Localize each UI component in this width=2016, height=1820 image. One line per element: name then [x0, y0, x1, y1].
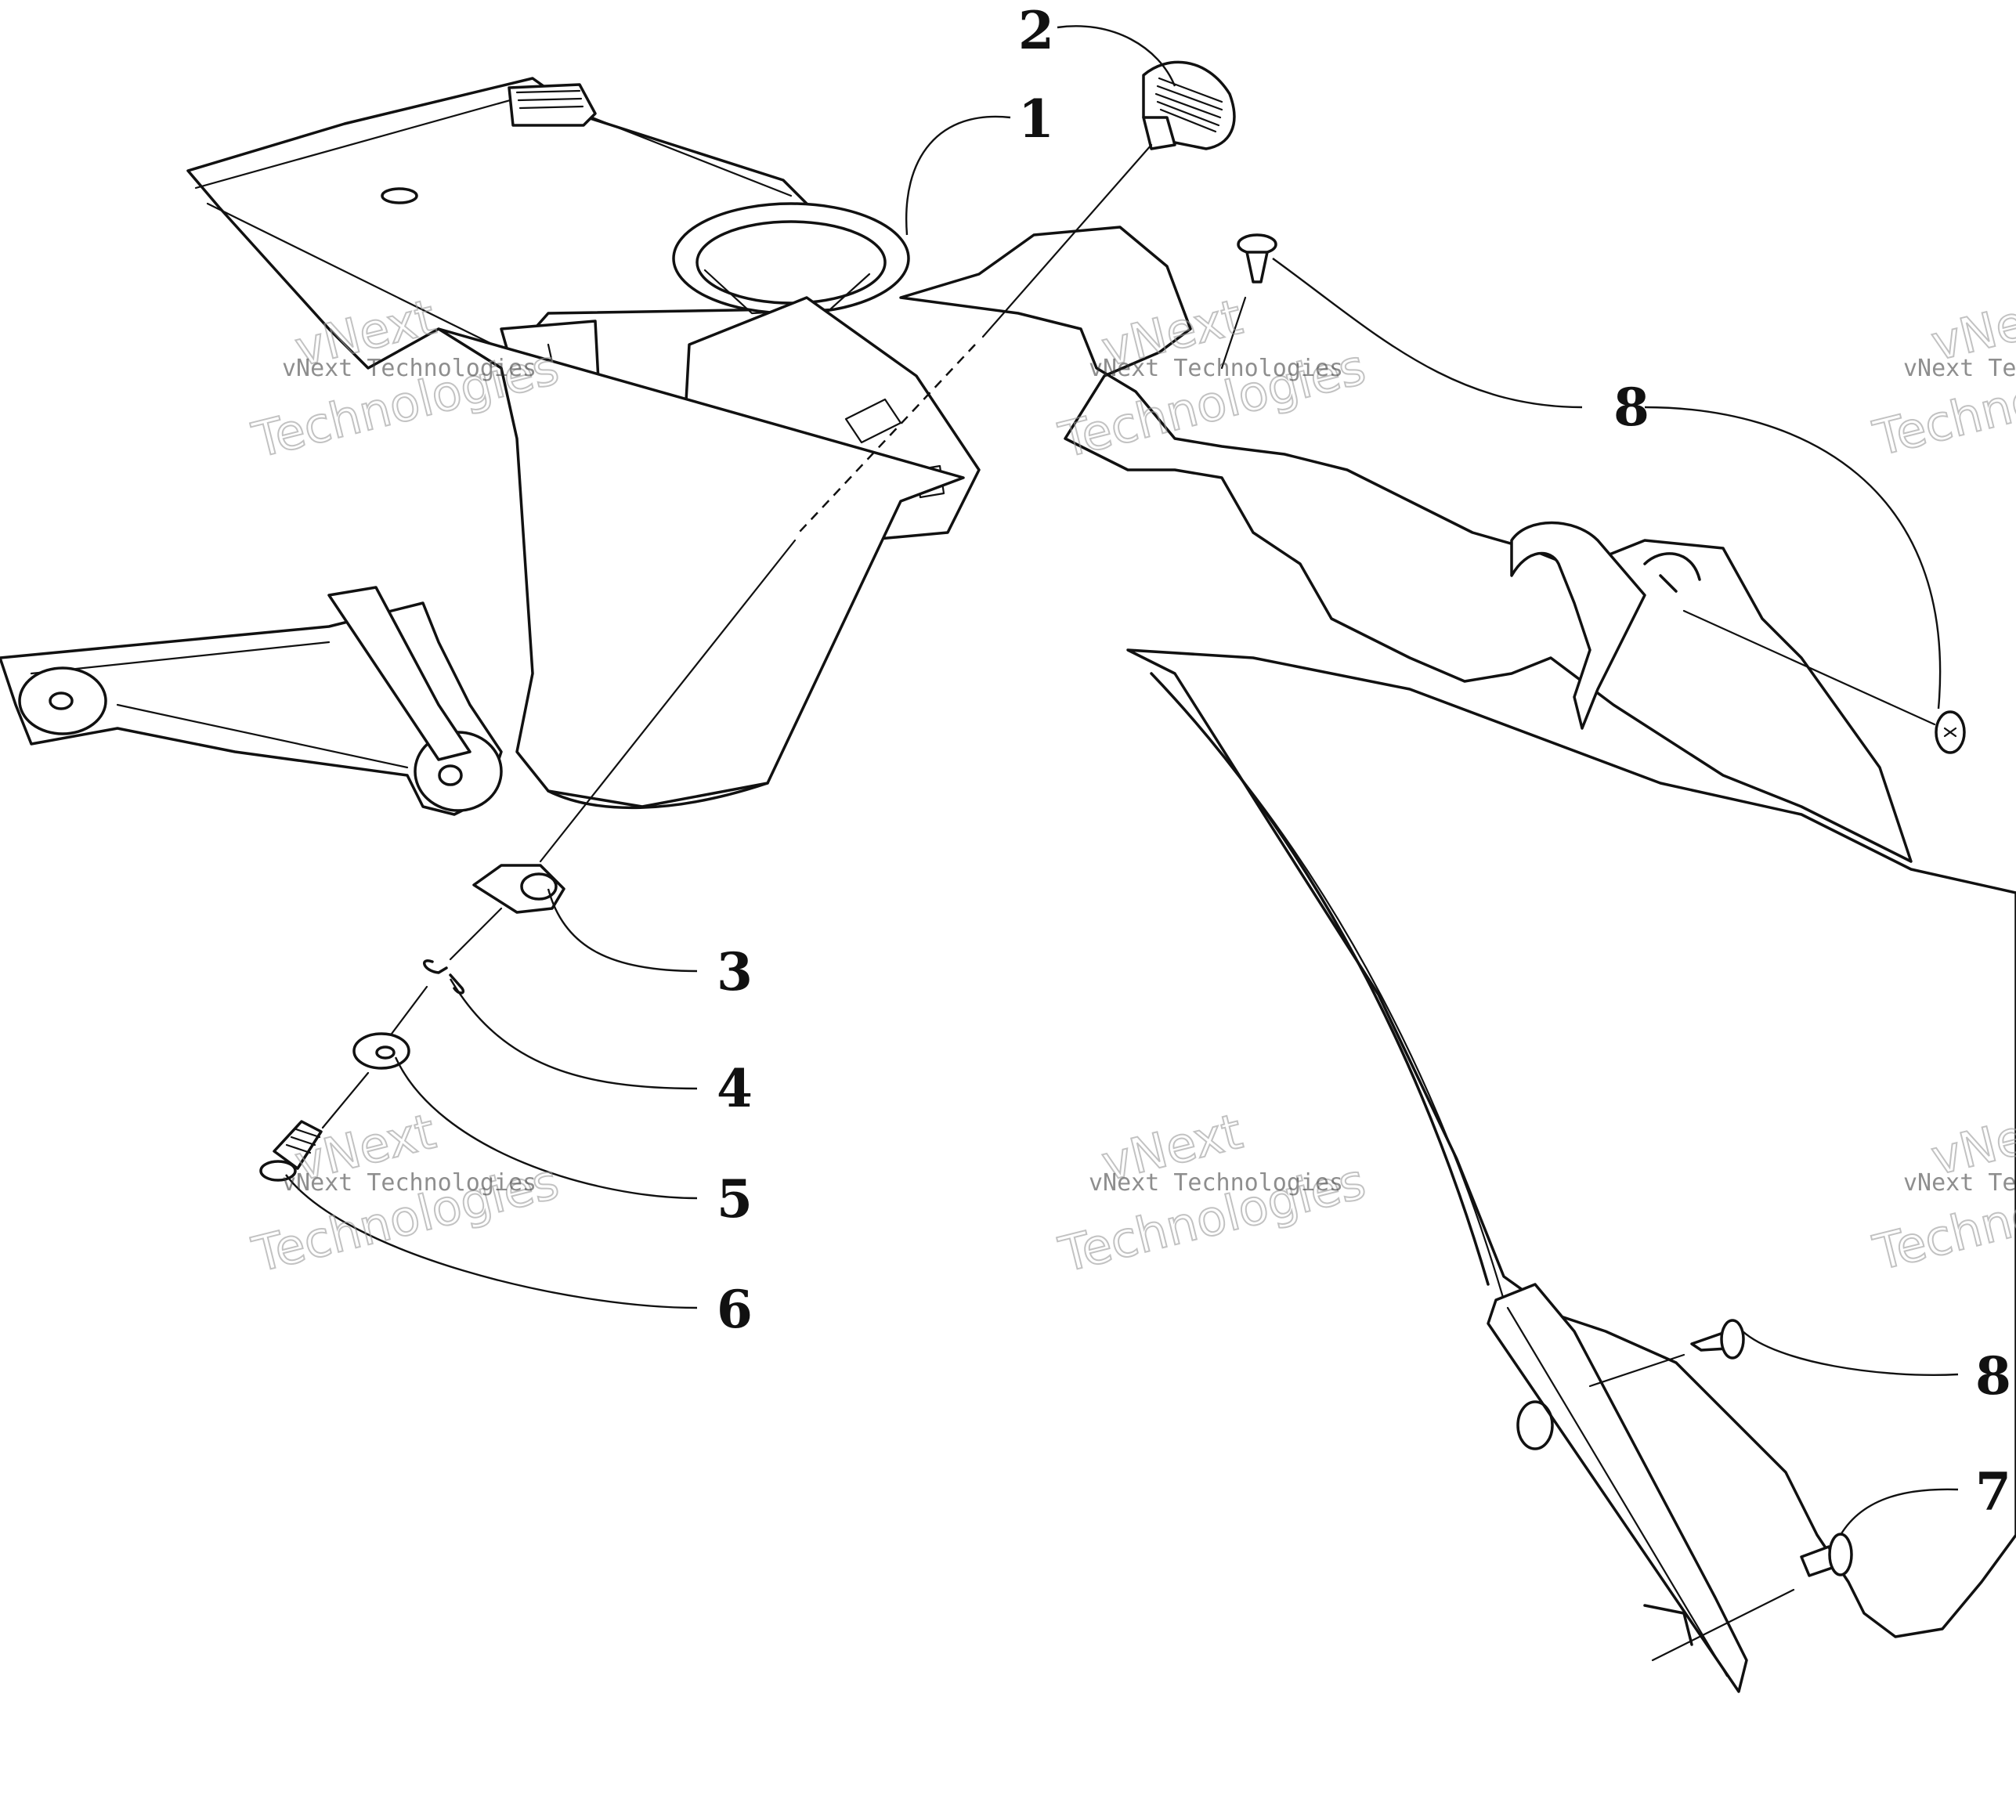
screw-part-8-right: [1935, 710, 1966, 754]
spring-clip-part: [423, 959, 464, 995]
washer-part: [352, 1032, 410, 1070]
bolt-part: [259, 1120, 323, 1182]
callout-3: 3: [717, 941, 753, 1002]
callout-8-top: 8: [1613, 377, 1649, 438]
rear-flap: [1126, 648, 2016, 1693]
screw-part-8-top: [1237, 233, 1277, 283]
svg-text:vNext Technologies: vNext Technologies: [1903, 1169, 2016, 1197]
leader-lines: [285, 25, 1959, 1536]
svg-text:vNext Technologies: vNext Technologies: [1903, 355, 2016, 382]
callout-1: 1: [1018, 88, 1054, 150]
callout-6: 6: [717, 1279, 753, 1340]
svg-text:vNext Technologies: vNext Technologies: [1089, 1169, 1343, 1197]
callout-4: 4: [717, 1058, 753, 1119]
svg-text:vNext Technologies: vNext Technologies: [282, 1169, 537, 1197]
svg-text:vNext Technologies: vNext Technologies: [1089, 355, 1343, 382]
svg-text:vNext Technologies: vNext Technologies: [282, 355, 537, 382]
rear-housing: [0, 77, 1913, 863]
screw-part-7: [1800, 1533, 1853, 1577]
callout-5: 5: [717, 1168, 753, 1230]
callout-labels: 1 2 3 4 5 6 7 8 8: [717, 0, 2011, 1522]
callout-8-lower: 8: [1975, 1345, 2011, 1407]
callout-2: 2: [1018, 0, 1054, 61]
callout-7: 7: [1975, 1461, 2011, 1522]
assembly-lines: [321, 143, 1936, 1662]
clip-nut-part: [472, 864, 565, 914]
knob-part: [1142, 60, 1236, 150]
screw-part-8-lower: [1690, 1319, 1745, 1360]
